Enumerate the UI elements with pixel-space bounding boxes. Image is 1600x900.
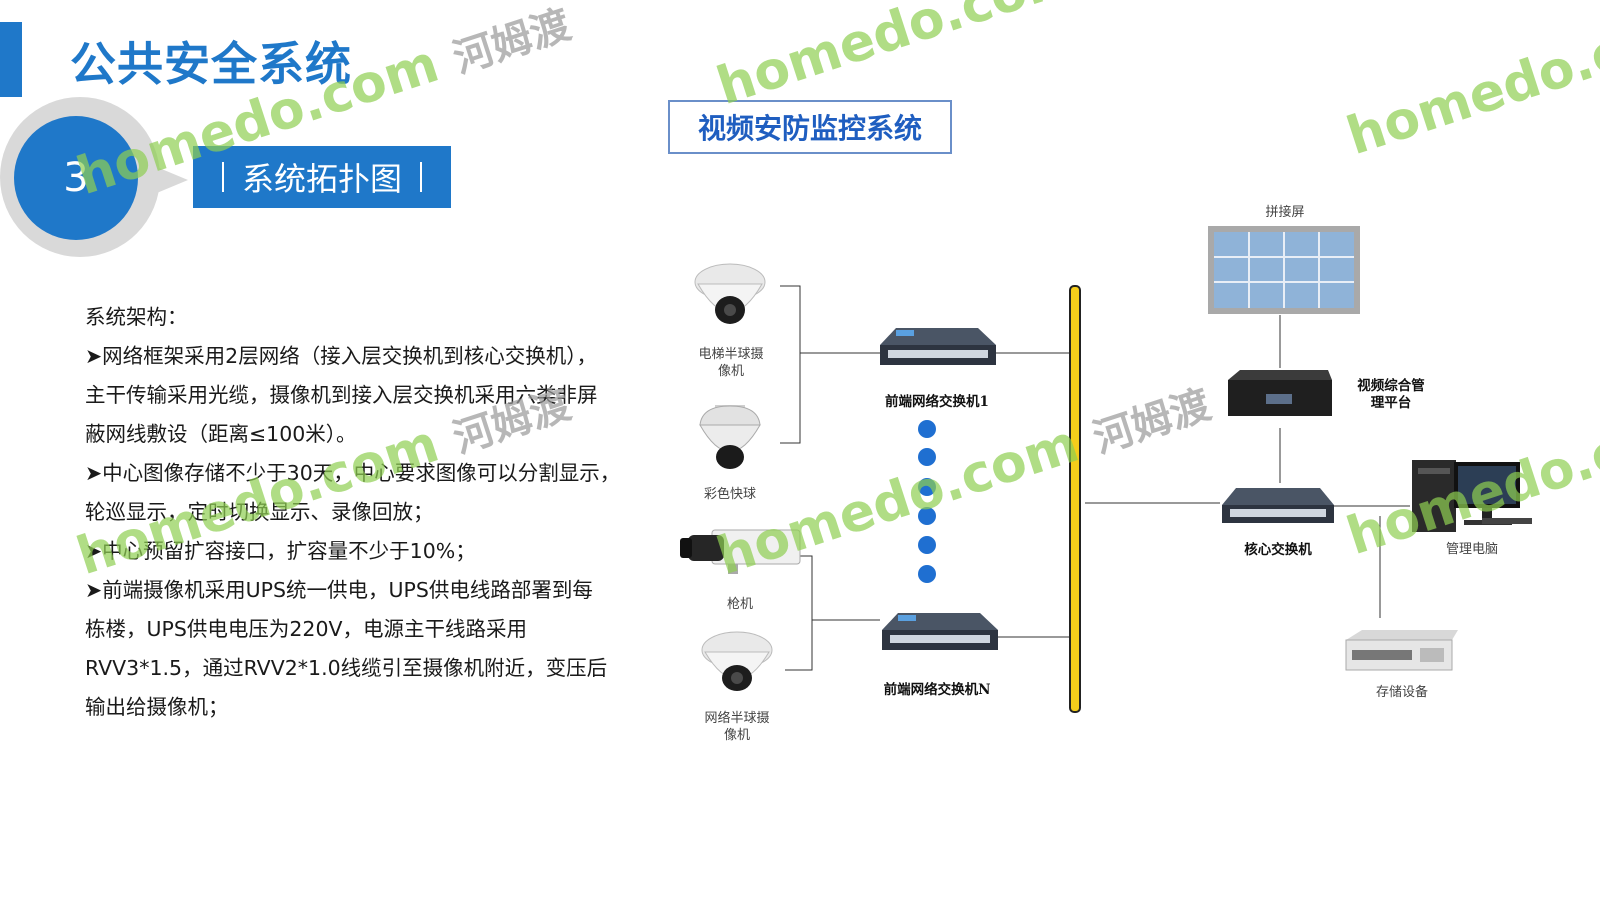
bracket-top-cameras	[780, 285, 801, 444]
section-label: 系统拓扑图	[193, 146, 451, 208]
architecture-text: 系统架构： ➤网络框架采用2层网络（接入层交换机到核心交换机）， 主干传输采用光…	[85, 298, 645, 727]
text-line: ➤网络框架采用2层网络（接入层交换机到核心交换机），	[85, 344, 597, 368]
topology-svg	[680, 226, 1532, 713]
management-pc-icon	[1412, 460, 1532, 532]
section-label-divider-left	[221, 162, 224, 192]
label-storage-device: 存储设备	[1375, 685, 1428, 700]
connection-lines	[780, 285, 1410, 671]
gun-camera-icon	[680, 529, 801, 574]
label-video-wall: 拼接屏	[1265, 205, 1305, 220]
switch-ellipsis-dots	[918, 420, 936, 583]
label-elevator-line-2: 像机	[717, 364, 744, 379]
watermark-en: homedo.com	[1340, 0, 1600, 168]
text-line: 轮巡显示，定时切换显示、录像回放；	[85, 500, 434, 524]
section-number: 3	[14, 116, 138, 240]
label-elevator-dome-camera: 电梯半球摄 像机	[686, 346, 776, 380]
speed-dome-camera-icon	[699, 405, 761, 469]
label-platform-line-2: 理平台	[1370, 395, 1412, 411]
label-network-dome-camera: 网络半球摄 像机	[692, 710, 782, 744]
label-platform-line-1: 视频综合管	[1357, 378, 1425, 394]
text-line: 蔽网线敷设（距离≤100米）。	[85, 422, 357, 446]
front-switch-1-icon	[880, 328, 996, 365]
label-network-dome-line-2: 像机	[723, 728, 750, 743]
section-label-divider-right	[420, 162, 422, 192]
page-title: 公共安全系统	[70, 37, 352, 91]
diagram-title: 视频安防监控系统	[668, 100, 952, 154]
watermark: homedo.com	[1340, 0, 1600, 167]
text-line: 输出给摄像机；	[85, 695, 229, 719]
label-speed-dome: 彩色快球	[703, 487, 756, 502]
core-switch-icon	[1222, 488, 1334, 523]
section-badge-pointer	[140, 160, 188, 200]
header-accent-bar	[0, 22, 22, 97]
label-front-switch-n: 前端网络交换机N	[883, 682, 991, 698]
label-core-switch: 核心交换机	[1244, 542, 1312, 558]
label-network-dome-line-1: 网络半球摄	[704, 711, 770, 726]
text-line: RVV3*1.5，通过RVV2*1.0线缆引至摄像机附近，变压后	[85, 656, 608, 680]
bracket-bottom-cameras	[780, 555, 813, 671]
label-elevator-line-1: 电梯半球摄	[698, 347, 764, 362]
section-label-text: 系统拓扑图	[241, 160, 402, 198]
text-line: 主干传输采用光缆，摄像机到接入层交换机采用六类非屏	[85, 383, 598, 407]
label-video-platform: 视频综合管 理平台	[1346, 378, 1436, 412]
label-front-switch-1: 前端网络交换机1	[885, 394, 989, 410]
network-dome-camera-icon	[701, 631, 773, 691]
text-line: ➤中心预留扩容接口，扩容量不少于10%；	[85, 539, 476, 563]
text-line: ➤前端摄像机采用UPS统一供电，UPS供电线路部署到每	[85, 578, 593, 602]
text-line: 栋楼，UPS供电电压为220V，电源主干线路采用	[85, 617, 528, 641]
video-platform-icon	[1228, 370, 1332, 416]
storage-device-icon	[1345, 630, 1458, 671]
elevator-dome-camera-icon	[694, 263, 766, 324]
video-wall-icon	[1208, 226, 1360, 314]
label-management-pc: 管理电脑	[1445, 542, 1498, 557]
label-gun-camera: 枪机	[726, 597, 753, 612]
text-line: ➤中心图像存储不少于30天，中心要求图像可以分割显示，	[85, 461, 621, 485]
front-switch-n-icon	[882, 613, 998, 650]
watermark-cn: 河姆渡	[447, 1, 577, 83]
topology-diagram: 电梯半球摄 像机 彩色快球 枪机 网络半球摄 像机 前端网络交换机1 前端网络交…	[640, 200, 1600, 760]
backbone-bus	[1069, 285, 1081, 713]
architecture-heading: 系统架构：	[85, 305, 188, 329]
